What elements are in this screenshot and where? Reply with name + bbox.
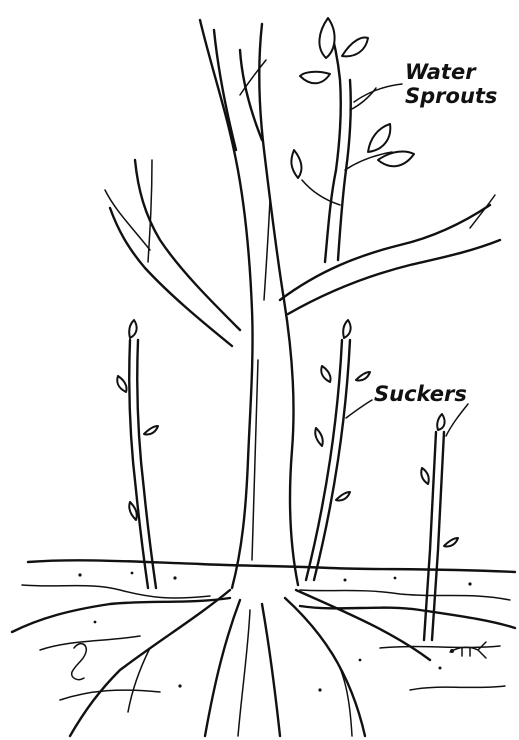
suckers (117, 320, 458, 640)
water-sprouts (291, 18, 414, 262)
ground (12, 560, 515, 700)
leaf (291, 150, 301, 178)
suckers-pointer-right (446, 404, 468, 436)
left-branch (105, 160, 240, 346)
water-sprouts-pointer (354, 84, 402, 102)
fish-bone-icon (450, 642, 486, 658)
worm-icon (72, 644, 87, 680)
right-branch (280, 195, 500, 314)
upper-fork (214, 30, 266, 150)
leaf (342, 38, 368, 57)
water-sprouts-label-line1: Water (405, 60, 497, 84)
suckers-label: Suckers (374, 382, 467, 406)
leaf (300, 72, 330, 83)
water-sprouts-label: Water Sprouts (405, 60, 497, 108)
water-sprouts-label-line2: Sprouts (405, 84, 497, 108)
suckers-pointer-middle (346, 400, 372, 418)
roots (70, 590, 430, 736)
leaf (368, 124, 390, 152)
leaf (319, 18, 334, 58)
